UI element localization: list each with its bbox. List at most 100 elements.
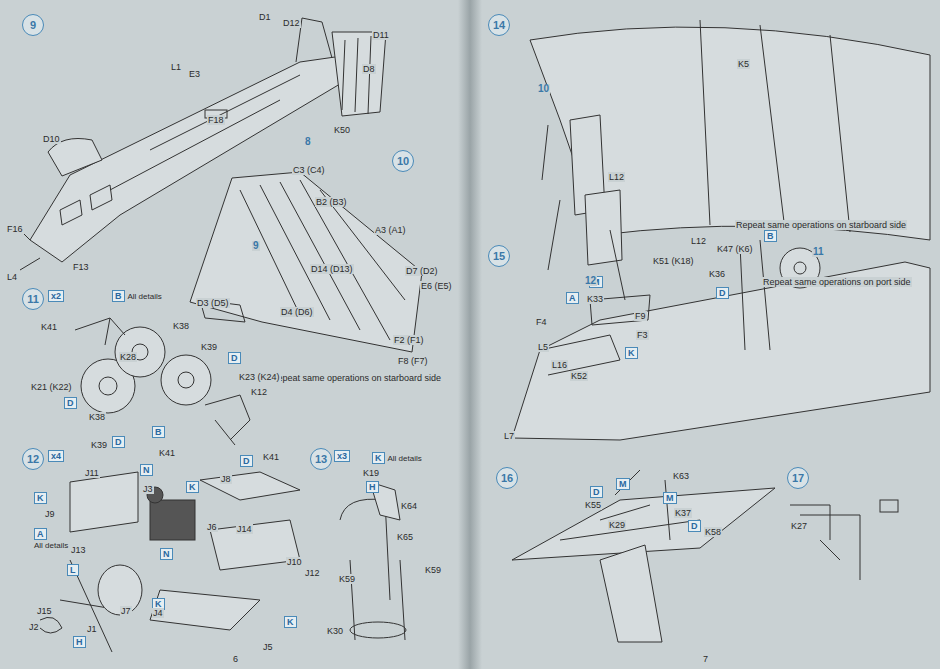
part-label: L12 (608, 172, 625, 182)
part-label: K39 (200, 342, 218, 352)
step-number: 15 (488, 245, 510, 267)
part-label: J3 (142, 484, 154, 494)
color-code-letter: D (688, 520, 701, 532)
part-label: L7 (503, 431, 515, 441)
step-number: 16 (496, 467, 518, 489)
color-code-letter: D (716, 287, 729, 299)
part-label: J10 (286, 557, 303, 567)
part-label: K41 (40, 322, 58, 332)
step-number-text: 10 (397, 155, 409, 167)
box-note: All details (128, 292, 162, 301)
step-number: 10 (392, 150, 414, 172)
color-code-box: N (140, 464, 153, 476)
part-label: E3 (188, 69, 201, 79)
color-code-box: BAll details (112, 290, 162, 302)
color-code-box: K (284, 616, 297, 628)
part-label: F16 (6, 224, 24, 234)
part-label: J6 (206, 522, 218, 532)
part-label: K28 (119, 352, 137, 362)
part-label: K12 (250, 387, 268, 397)
color-code-letter: D (590, 486, 603, 498)
part-label: L1 (170, 62, 182, 72)
color-code-box: B (764, 230, 777, 242)
color-code-letter: D (112, 436, 125, 448)
color-code-box: D (688, 520, 701, 532)
part-label: K21 (K22) (30, 382, 73, 392)
assembly-reference: 12 (584, 276, 597, 286)
part-label: F8 (F7) (397, 356, 429, 366)
step-number: 17 (787, 467, 809, 489)
part-label: K65 (396, 532, 414, 542)
step-number-text: 15 (493, 250, 505, 262)
color-code-letter: x3 (334, 450, 350, 462)
color-code-letter: x2 (48, 290, 64, 302)
color-code-letter: K (34, 492, 47, 504)
color-code-letter: K (625, 347, 638, 359)
step-number-text: 13 (315, 453, 327, 465)
color-code-box: x2 (48, 290, 64, 302)
color-code-box: D (64, 397, 77, 409)
part-label: J8 (220, 474, 232, 484)
part-label: D14 (D13) (310, 264, 354, 274)
color-code-letter: K (284, 616, 297, 628)
color-code-box: AAll details (34, 528, 68, 550)
part-label: D4 (D6) (280, 307, 314, 317)
part-label: L16 (551, 360, 568, 370)
part-label: D12 (282, 18, 301, 28)
step-number: 11 (22, 288, 44, 310)
color-code-letter: B (764, 230, 777, 242)
part-label: F13 (72, 262, 90, 272)
step-number-text: 16 (501, 472, 513, 484)
part-label: K23 (K24) (238, 372, 281, 382)
step-number: 14 (488, 14, 510, 36)
part-label: K59 (424, 565, 442, 575)
color-code-box: KAll details (372, 452, 422, 464)
color-code-letter: A (566, 292, 579, 304)
part-label: L5 (537, 342, 549, 352)
color-code-letter: H (366, 481, 379, 493)
part-label: K63 (672, 471, 690, 481)
step-number: 9 (22, 14, 44, 36)
part-label: J11 (84, 468, 100, 478)
part-label: D8 (362, 64, 376, 74)
part-label: E6 (E5) (420, 281, 453, 291)
part-label: K47 (K6) (716, 244, 754, 254)
part-label: D7 (D2) (405, 266, 439, 276)
color-code-box: D (590, 486, 603, 498)
color-code-box: M (663, 492, 677, 504)
color-code-letter: D (240, 455, 253, 467)
color-code-box: D (112, 436, 125, 448)
part-label: J2 (28, 622, 40, 632)
part-label: F3 (636, 330, 649, 340)
part-label: K58 (704, 527, 722, 537)
color-code-letter: M (663, 492, 677, 504)
part-label: K19 (362, 468, 380, 478)
part-label: J14 (236, 524, 253, 534)
assembly-reference: 8 (304, 137, 312, 147)
part-label: 7 (702, 654, 709, 664)
part-label: J5 (262, 642, 274, 652)
part-label: F4 (535, 317, 548, 327)
part-label: F18 (207, 115, 225, 125)
part-label: C3 (C4) (292, 165, 326, 175)
part-label: D11 (372, 30, 390, 40)
step-number-text: 12 (27, 453, 39, 465)
assembly-reference: 11 (812, 247, 825, 257)
color-code-box: K (625, 347, 638, 359)
part-label: 6 (232, 654, 239, 664)
part-label: K55 (584, 500, 602, 510)
color-code-box: K (34, 492, 47, 504)
step-number-text: 9 (30, 19, 36, 31)
part-label: F2 (F1) (393, 335, 425, 345)
part-label: Repeat same operations on port side (762, 277, 912, 287)
part-label: Repeat same operations on starboard side (270, 373, 442, 383)
part-label: J15 (36, 606, 53, 616)
part-label: K41 (262, 452, 280, 462)
box-note: All details (388, 454, 422, 463)
part-label: K29 (608, 520, 626, 530)
part-label: L4 (6, 272, 18, 282)
part-label: K38 (172, 321, 190, 331)
color-code-letter: D (228, 352, 241, 364)
color-code-box: x4 (48, 450, 64, 462)
part-label: F9 (634, 311, 647, 321)
